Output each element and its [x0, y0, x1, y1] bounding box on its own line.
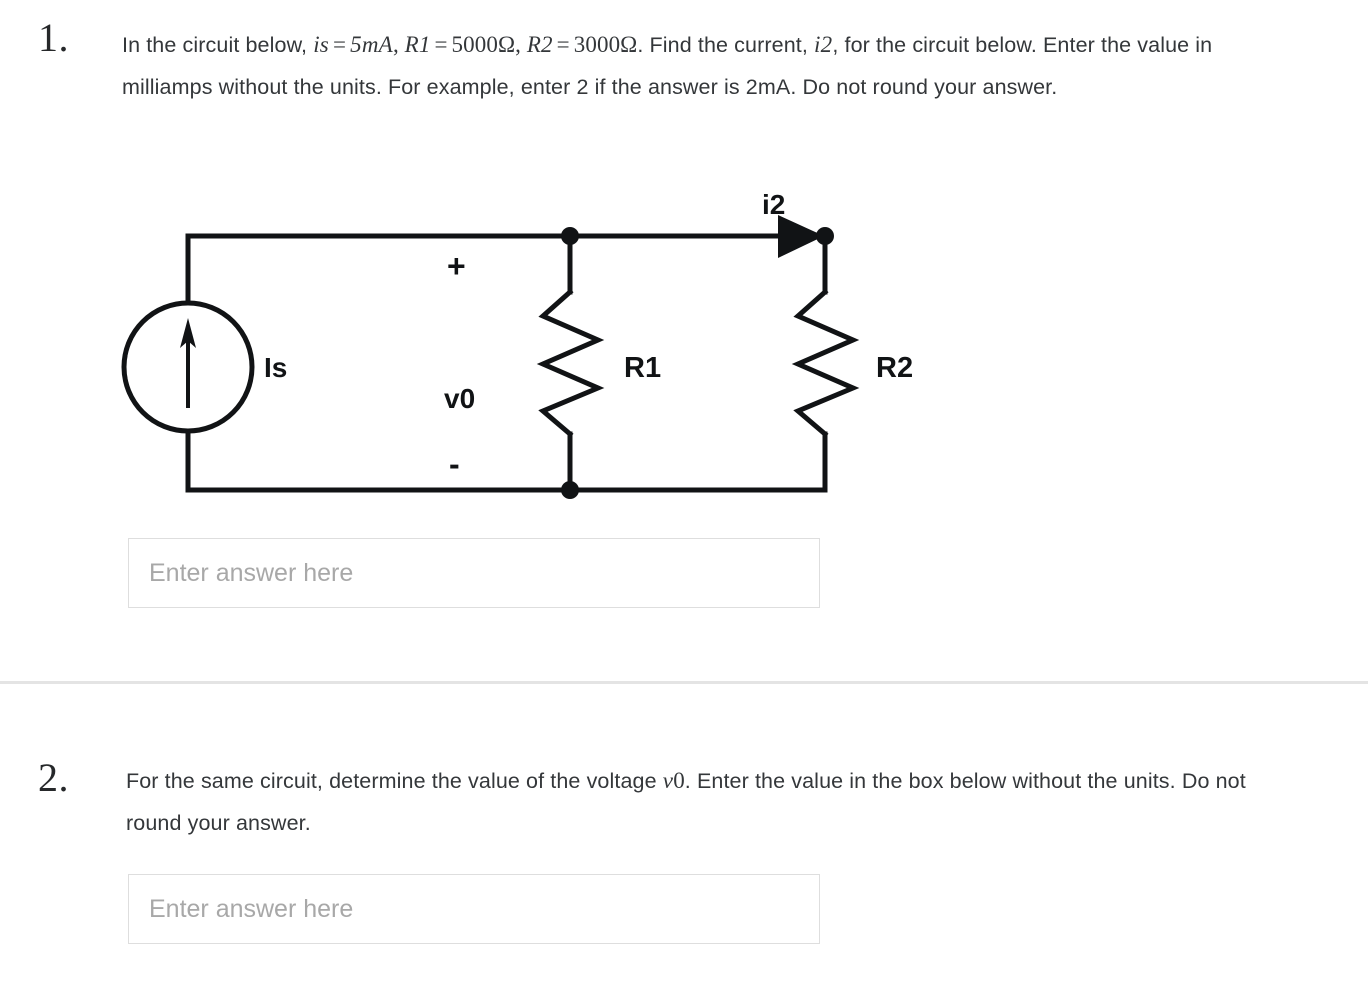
q1-symbol-is: is	[313, 32, 329, 57]
node-dot-top-left	[561, 227, 579, 245]
q1-value-r2: 3000Ω	[573, 32, 638, 57]
q1-comma-1: ,	[392, 32, 405, 57]
q1-symbol-r2: R2	[526, 32, 553, 57]
q2-text-part-1: For the same circuit, determine the valu…	[126, 769, 663, 793]
q1-equals-2: =	[434, 32, 448, 57]
q1-equals-1: =	[333, 32, 347, 57]
q1-comma-2: ,	[515, 32, 527, 57]
circuit-label-r1: R1	[624, 352, 662, 384]
circuit-svg	[121, 215, 860, 499]
current-source-arrow-head	[180, 318, 196, 348]
current-source-circle	[121, 300, 255, 434]
circuit-label-minus: -	[449, 446, 460, 482]
question-2-text: For the same circuit, determine the valu…	[126, 760, 1251, 844]
node-dot-bottom-left	[561, 481, 579, 499]
question-1-text: In the circuit below, is=5mA, R1=5000Ω, …	[122, 24, 1277, 108]
q1-symbol-i2: i2	[814, 32, 833, 57]
q2-symbol-v: v	[662, 768, 674, 793]
q2-symbol-0: 0	[673, 768, 685, 793]
answer-input-question-1[interactable]	[128, 538, 820, 608]
q1-symbol-r1: R1	[404, 32, 431, 57]
resistor-r1-zigzag	[536, 288, 605, 438]
q1-equals-3: =	[556, 32, 570, 57]
circuit-label-source: Is	[264, 352, 288, 383]
circuit-label-i2: i2	[762, 189, 786, 220]
node-dot-top-right	[816, 227, 834, 245]
q1-text-part-3: , for the circuit below. Enter the value…	[122, 33, 1213, 99]
circuit-label-v0: v0	[444, 383, 476, 414]
i2-arrow-head	[778, 215, 824, 258]
circuit-label-r2: R2	[876, 352, 914, 384]
q1-text-part-2: . Find the current,	[637, 33, 815, 57]
q1-value-5ma: 5mA	[350, 32, 393, 57]
q1-value-r1: 5000Ω	[451, 32, 516, 57]
section-divider	[0, 681, 1368, 684]
q1-text-part-1: In the circuit below,	[122, 33, 314, 57]
question-1-marker: 1.	[38, 15, 69, 60]
circuit-label-plus: +	[447, 248, 466, 284]
answer-input-question-2[interactable]	[128, 874, 820, 944]
resistor-r2-zigzag	[791, 288, 860, 438]
question-2-marker: 2.	[38, 755, 69, 800]
q2-text-part-2: . Enter the value in the box below witho…	[126, 769, 1246, 835]
